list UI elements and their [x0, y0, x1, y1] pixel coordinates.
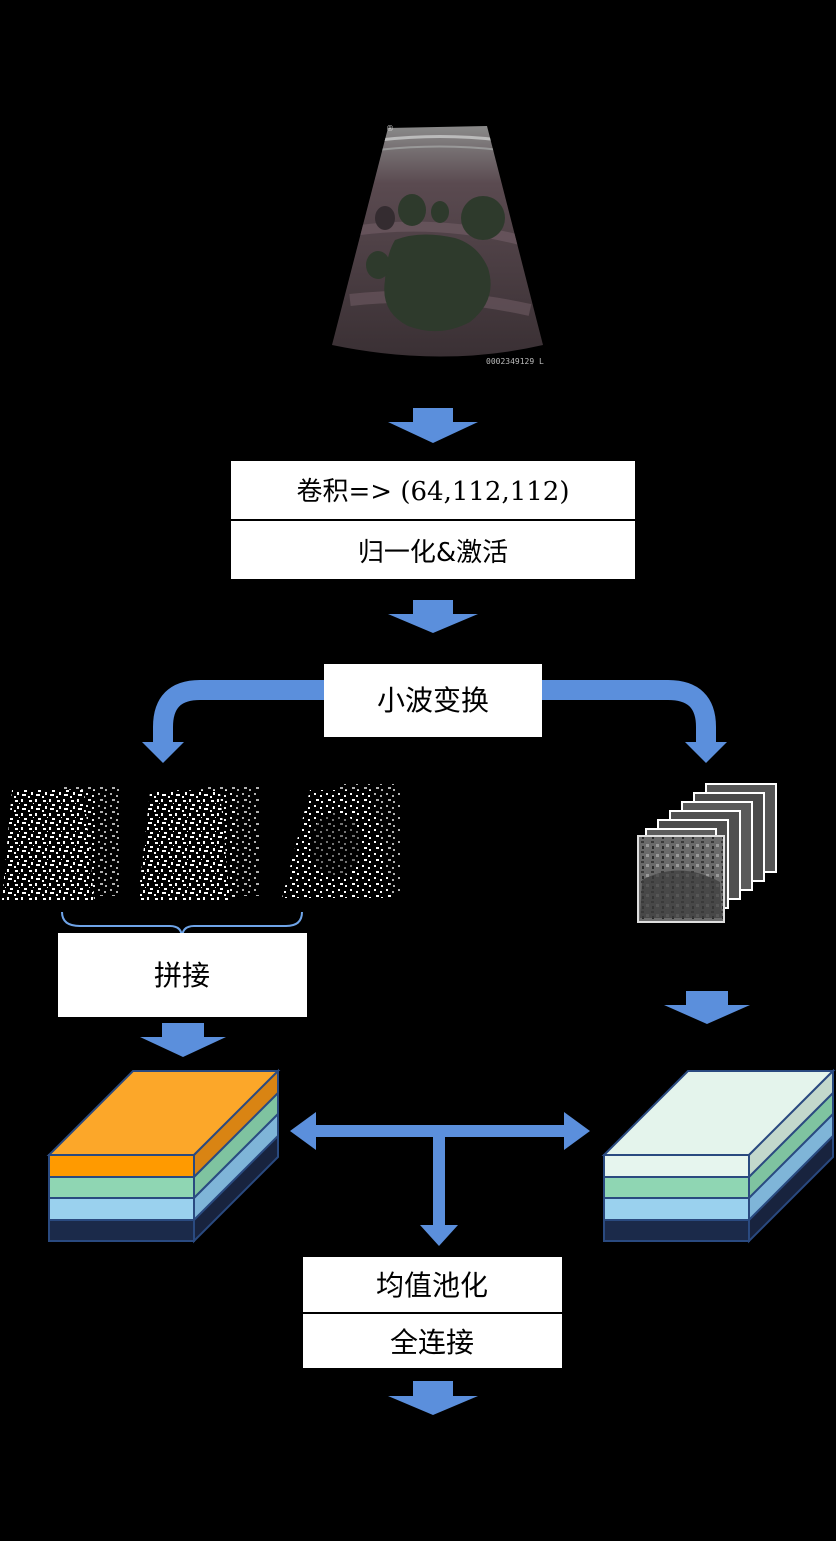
right-feature-stack: [601, 1068, 836, 1244]
arrow-down-right: [664, 991, 750, 1024]
branch-arrow-left: [142, 680, 325, 763]
concat-label: 拼接: [154, 959, 210, 992]
fully-connected-label: 全连接: [390, 1326, 474, 1359]
ultrasound-footer-code: 0002349129 L: [486, 357, 544, 366]
avg-pool-box: 均值池化: [303, 1257, 562, 1312]
arrow-down-final: [388, 1381, 478, 1415]
wavelet-label: 小波变换: [377, 684, 489, 717]
high-frequency-subband-images: [2, 784, 400, 900]
left-feature-stack: [46, 1068, 281, 1244]
arrow-down-2: [388, 600, 478, 633]
arrow-down-1: [388, 408, 478, 443]
branch-arrow-right: [541, 680, 727, 763]
conv-label: 卷积=> (64,112,112): [296, 477, 569, 507]
low-frequency-image-stack: [637, 783, 777, 923]
conv-box: 卷积=> (64,112,112): [231, 461, 635, 519]
subband-image-2: [138, 786, 260, 900]
concat-box: 拼接: [58, 933, 307, 1017]
norm-act-box: 归一化&激活: [231, 521, 635, 579]
subband-image-3: [282, 784, 400, 898]
ultrasound-watermark: ®: [386, 124, 394, 133]
norm-act-label: 归一化&激活: [358, 538, 508, 568]
merge-arrow: [290, 1112, 590, 1246]
ultrasound-input-image: ® 0002349129 L: [332, 124, 544, 366]
subband-image-1: [2, 786, 120, 900]
fully-connected-box: 全连接: [303, 1314, 562, 1368]
arrow-down-left: [140, 1023, 226, 1057]
wavelet-box: 小波变换: [324, 664, 542, 737]
avg-pool-label: 均值池化: [376, 1269, 488, 1302]
